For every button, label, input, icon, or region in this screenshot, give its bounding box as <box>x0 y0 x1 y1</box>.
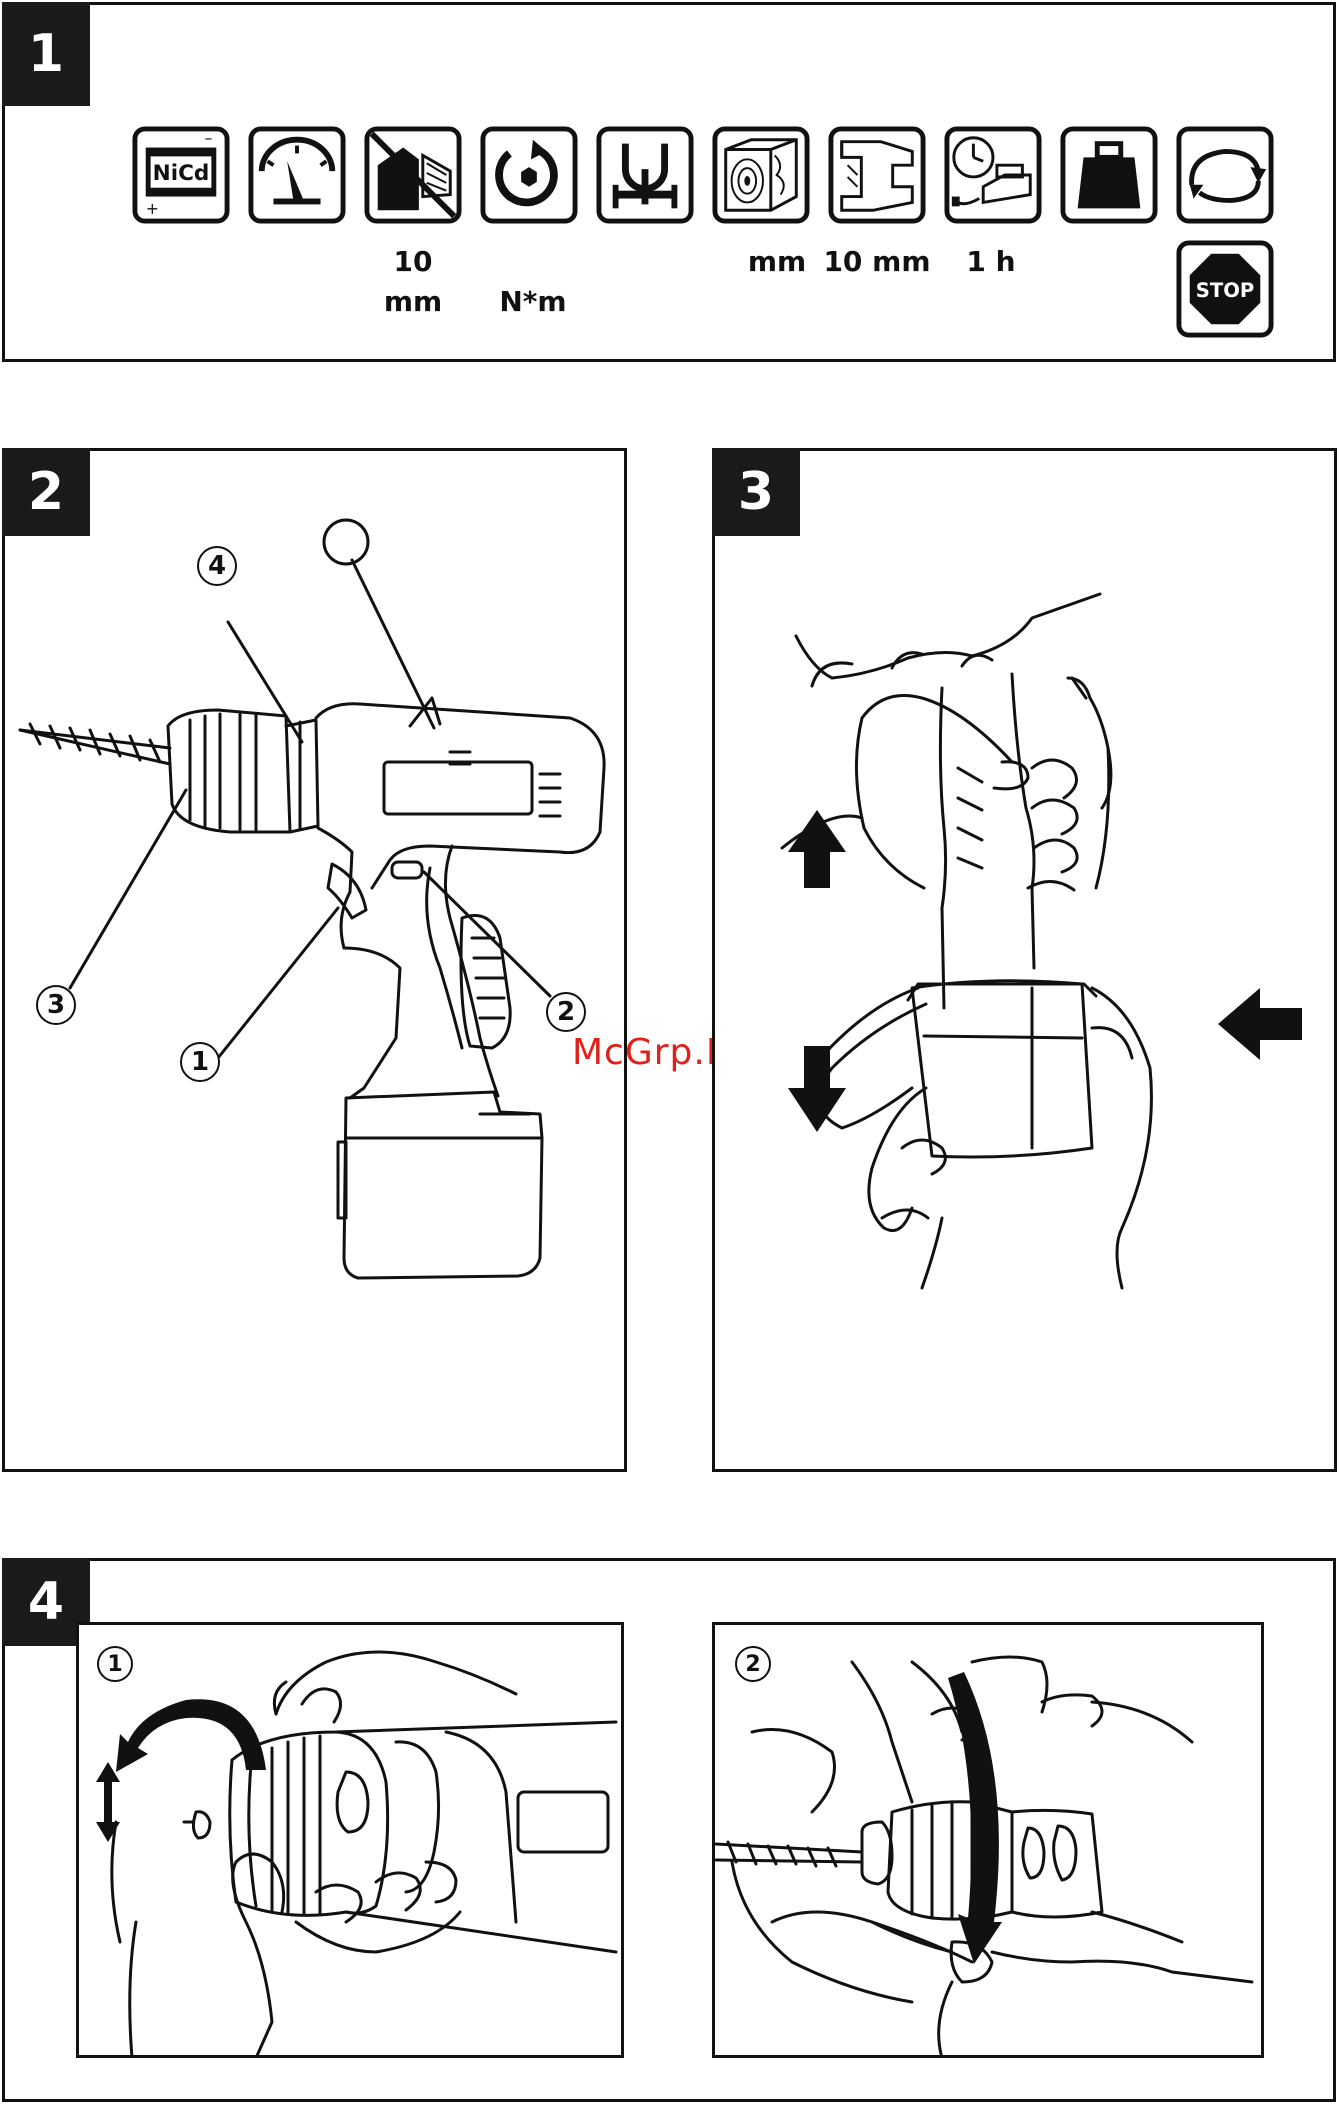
chuck-capacity-icon <box>596 126 694 224</box>
torque-unit: N*m <box>495 288 571 316</box>
nicd-battery-icon: NiCd – + <box>132 126 230 224</box>
wood-capacity-unit: mm <box>744 248 810 276</box>
step-number-1: 1 <box>97 1646 133 1682</box>
steel-drilling-icon <box>828 126 926 224</box>
wood-drilling-icon <box>712 126 810 224</box>
charging-time: 1 h <box>966 248 1016 276</box>
reverse-rotation-icon <box>1176 126 1274 224</box>
drill-illustration <box>0 448 630 1472</box>
steel-drill-capacity: 10 mm <box>822 248 932 276</box>
steel-capacity-value: 10 <box>393 248 433 276</box>
stop-icon: STOP <box>1176 240 1274 338</box>
no-drilling-steel-icon <box>364 126 462 224</box>
panel-number-1: 1 <box>2 2 90 106</box>
steel-capacity-unit: mm <box>380 288 446 316</box>
torque-rotation-icon <box>480 126 578 224</box>
step-2-illustration <box>712 1622 1264 2058</box>
callout-3: 3 <box>36 985 76 1025</box>
weight-icon <box>1060 126 1158 224</box>
speed-gauge-icon <box>248 126 346 224</box>
svg-text:–: – <box>205 129 213 148</box>
step-number-2: 2 <box>735 1646 771 1682</box>
callout-4: 4 <box>197 546 237 586</box>
stop-label: STOP <box>1196 279 1255 302</box>
nicd-label: NiCd <box>153 161 210 186</box>
callout-2: 2 <box>546 992 586 1032</box>
svg-text:+: + <box>146 199 159 218</box>
step-1-illustration <box>76 1622 624 2058</box>
battery-removal-illustration <box>712 448 1337 1472</box>
callout-1: 1 <box>180 1042 220 1082</box>
charging-time-icon <box>944 126 1042 224</box>
